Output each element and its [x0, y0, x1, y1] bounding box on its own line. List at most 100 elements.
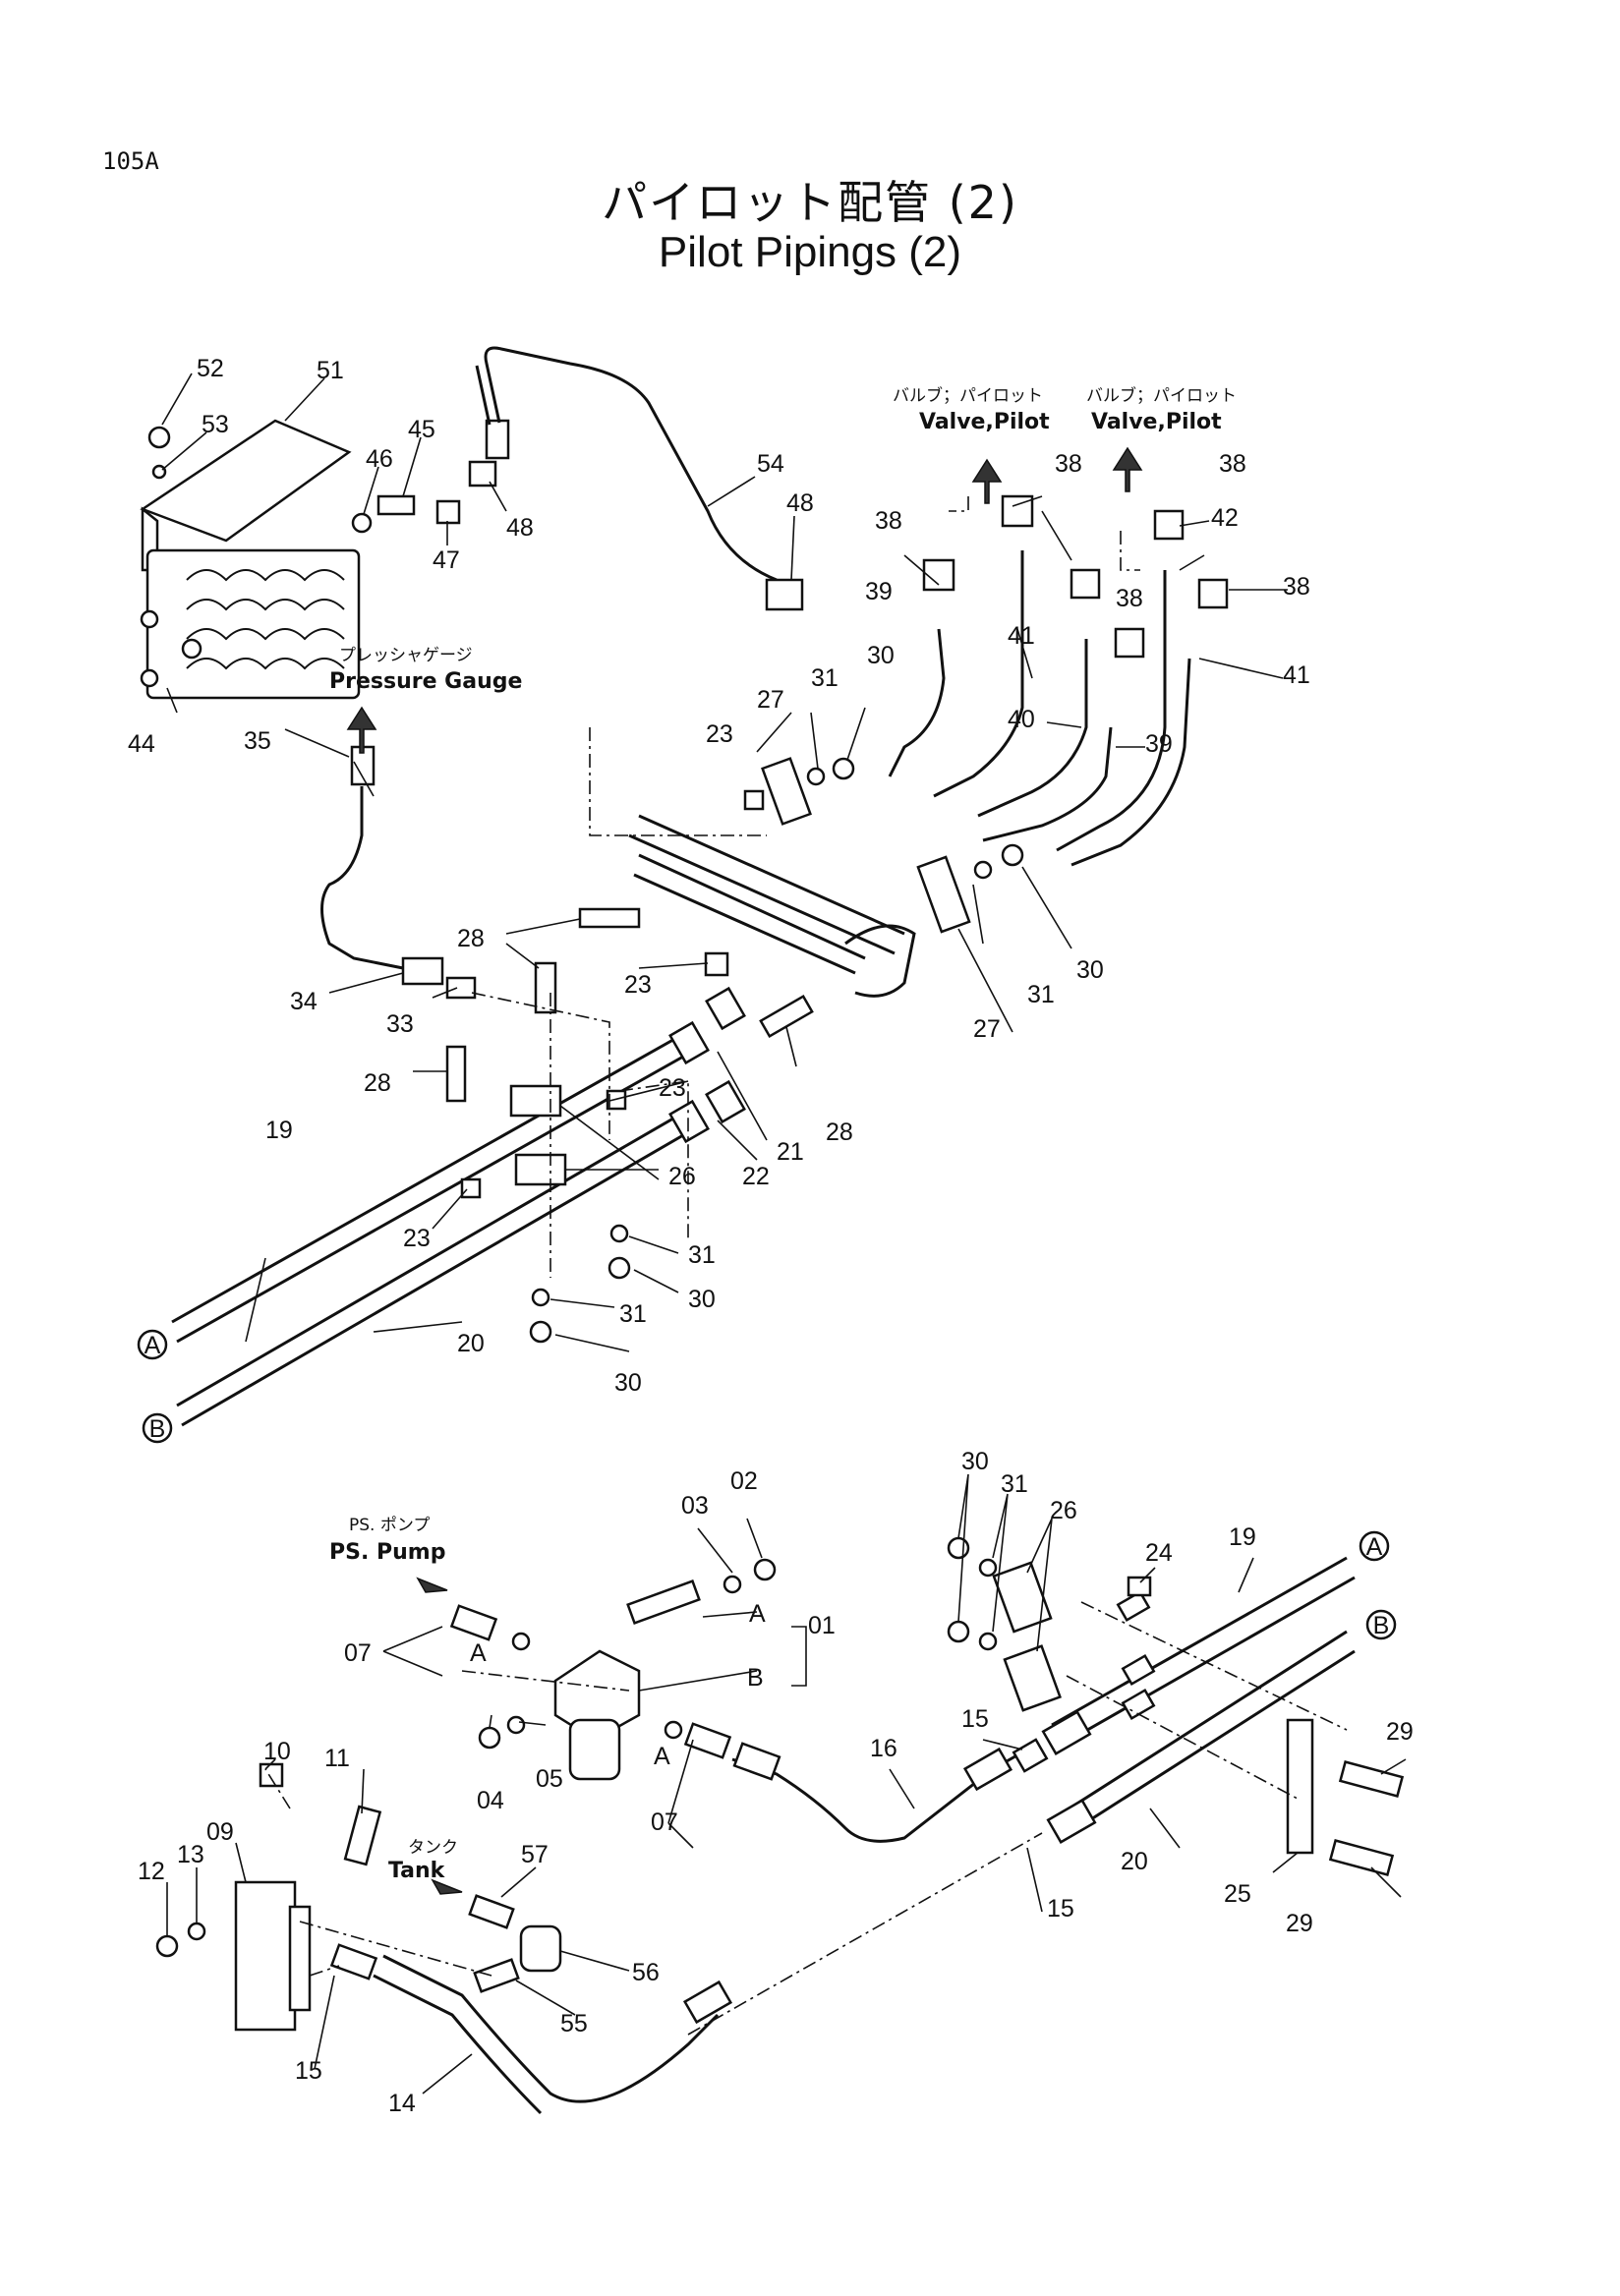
clamps-lower — [947, 1536, 1062, 1712]
note-tank-en: Tank — [388, 1859, 446, 1883]
svg-text:07: 07 — [651, 1808, 678, 1836]
bolts-nuts-upper — [445, 757, 1024, 1344]
svg-text:30: 30 — [688, 1286, 716, 1313]
svg-text:47: 47 — [433, 546, 460, 574]
svg-text:38: 38 — [875, 507, 902, 535]
note-valve-pilot-jp-2: バルブ；パイロット — [1086, 385, 1237, 406]
svg-text:38: 38 — [1283, 573, 1310, 601]
svg-text:48: 48 — [786, 489, 814, 517]
svg-text:01: 01 — [808, 1612, 836, 1639]
svg-text:10: 10 — [263, 1738, 291, 1765]
arrow-up-pressure-gauge — [346, 706, 377, 754]
note-ps-pump-en: PS. Pump — [329, 1540, 445, 1565]
svg-text:33: 33 — [386, 1010, 414, 1038]
svg-text:38: 38 — [1055, 450, 1082, 478]
svg-text:03: 03 — [681, 1492, 709, 1520]
svg-text:02: 02 — [730, 1467, 758, 1495]
manifold-tube-upper — [638, 814, 905, 936]
block-09 — [155, 1762, 382, 2032]
svg-text:A: A — [654, 1743, 670, 1770]
elbow-56 — [519, 1924, 562, 1973]
svg-text:24: 24 — [1145, 1539, 1173, 1567]
svg-text:54: 54 — [757, 450, 784, 478]
svg-text:05: 05 — [536, 1765, 563, 1793]
fitting-55 — [473, 1958, 520, 1993]
svg-text:26: 26 — [668, 1163, 696, 1190]
accumulator-assembly — [140, 419, 361, 700]
svg-text:31: 31 — [619, 1300, 647, 1328]
svg-text:48: 48 — [506, 514, 534, 542]
svg-text:23: 23 — [403, 1225, 431, 1252]
fittings-45-48 — [351, 419, 510, 534]
svg-text:46: 46 — [366, 445, 393, 473]
svg-text:B: B — [747, 1664, 764, 1692]
note-pressure-gauge-en: Pressure Gauge — [329, 669, 522, 694]
arrow-tank — [431, 1878, 463, 1895]
page-title-english: Pilot Pipings (2) — [658, 228, 962, 276]
svg-text:51: 51 — [317, 357, 344, 384]
pipe-20-upper — [176, 1114, 679, 1407]
pipe-19-lower — [1051, 1556, 1348, 1727]
svg-text:23: 23 — [659, 1074, 686, 1102]
svg-text:12: 12 — [138, 1858, 165, 1885]
bracket-27-left — [761, 757, 812, 826]
svg-text:07: 07 — [344, 1639, 372, 1667]
note-valve-pilot-jp-1: バルブ；パイロット — [893, 385, 1043, 406]
svg-text:30: 30 — [1076, 956, 1104, 984]
clamp-26-lower — [514, 1153, 567, 1186]
page-title-japanese: パイロット配管 (2) — [602, 176, 1018, 229]
svg-text:31: 31 — [1001, 1470, 1028, 1498]
svg-text:09: 09 — [206, 1818, 234, 1846]
hose-42 — [1056, 570, 1167, 852]
page-number: 105A — [102, 147, 159, 175]
marker-a-lower: A — [1359, 1530, 1390, 1562]
svg-text:53: 53 — [202, 411, 229, 438]
marker-b-upper: B — [142, 1412, 173, 1444]
svg-text:56: 56 — [632, 1959, 660, 1986]
svg-text:30: 30 — [614, 1369, 642, 1397]
line-filter-01 — [449, 1558, 777, 1781]
svg-text:39: 39 — [865, 578, 893, 605]
svg-text:11: 11 — [324, 1745, 350, 1772]
svg-text:14: 14 — [388, 2090, 416, 2117]
svg-text:41: 41 — [1283, 661, 1310, 689]
hose-40 — [977, 639, 1088, 818]
svg-text:13: 13 — [177, 1841, 204, 1868]
note-valve-pilot-en-2: Valve,Pilot — [1091, 410, 1222, 434]
svg-text:22: 22 — [742, 1163, 770, 1190]
svg-text:55: 55 — [560, 2010, 588, 2038]
note-tank-jp: タンク — [408, 1838, 458, 1858]
svg-text:23: 23 — [706, 720, 733, 748]
hose-41-right — [1070, 658, 1191, 867]
callouts-upper: 52 51 53 46 45 47 48 54 48 44 35 38 38 3… — [128, 355, 1310, 1397]
svg-text:31: 31 — [811, 664, 839, 692]
svg-text:B: B — [1373, 1612, 1390, 1639]
svg-text:45: 45 — [408, 416, 435, 443]
arrow-ps-pump — [416, 1577, 448, 1593]
svg-text:19: 19 — [265, 1117, 293, 1144]
marker-b-lower: B — [1365, 1609, 1397, 1640]
svg-text:57: 57 — [521, 1841, 549, 1868]
pipe-20-lower — [1061, 1630, 1348, 1815]
hose-39-left — [888, 628, 946, 777]
callouts-lower: 02 03 30 31 26 24 19 01 A A A B 07 07 04… — [138, 1448, 1414, 2117]
svg-text:29: 29 — [1286, 1910, 1313, 1937]
svg-text:21: 21 — [777, 1138, 804, 1166]
svg-text:15: 15 — [295, 2057, 322, 2085]
svg-text:23: 23 — [624, 971, 652, 999]
svg-text:A: A — [145, 1332, 161, 1359]
svg-text:40: 40 — [1008, 706, 1035, 733]
svg-text:28: 28 — [364, 1069, 391, 1097]
svg-text:19: 19 — [1229, 1523, 1256, 1551]
svg-text:28: 28 — [457, 925, 485, 952]
pipe-19-upper — [171, 1035, 679, 1324]
svg-text:38: 38 — [1219, 450, 1246, 478]
svg-text:38: 38 — [1116, 585, 1143, 612]
svg-text:04: 04 — [477, 1787, 504, 1814]
clamp-26-upper — [509, 1084, 562, 1118]
svg-text:15: 15 — [961, 1705, 989, 1733]
svg-text:31: 31 — [688, 1241, 716, 1269]
svg-text:28: 28 — [826, 1119, 853, 1146]
hose-16 — [731, 1748, 1028, 1843]
